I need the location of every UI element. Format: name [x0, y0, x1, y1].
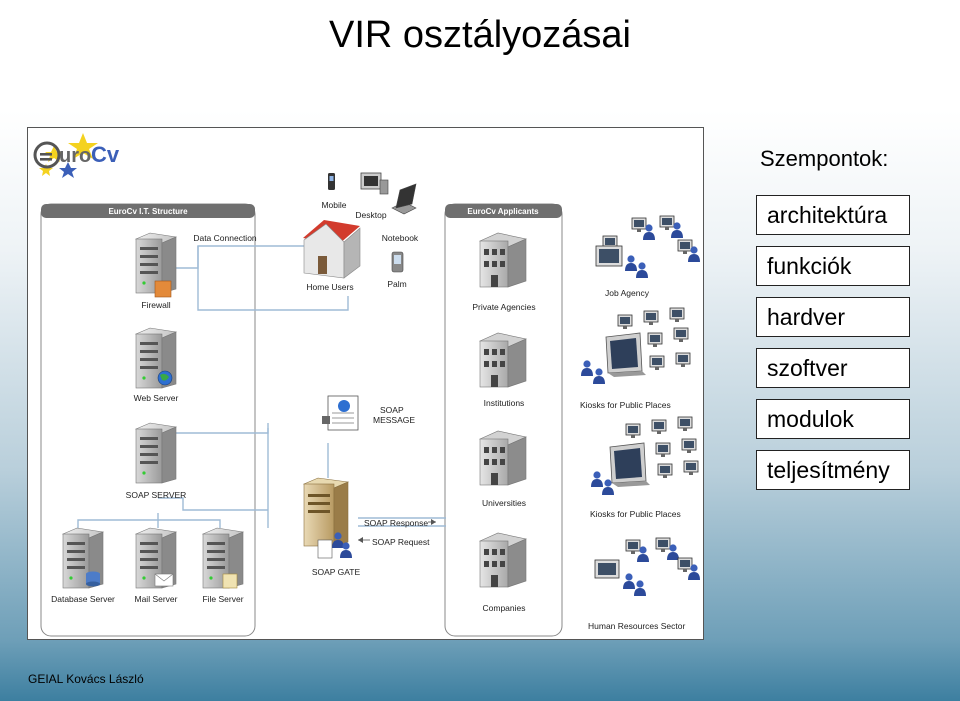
svg-text:Institutions: Institutions	[484, 398, 525, 408]
firewall-server: Firewall	[135, 232, 177, 310]
criteria-item-architecture: architektúra	[756, 195, 910, 235]
svg-text:uro: uro	[59, 145, 91, 167]
criteria-item-software: szoftver	[756, 348, 910, 388]
criteria-list: architektúra funkciók hardver szoftver m…	[756, 195, 910, 501]
soap-gate: SOAP GATE	[302, 477, 361, 577]
applicants-panel: EuroCv Applicants	[444, 203, 563, 637]
it-structure-title: EuroCv I.T. Structure	[108, 207, 188, 216]
mobile-device: Mobile	[321, 173, 347, 210]
diagram-canvas: uro Cv EuroCv I.T. Structure EuroCv Appl…	[33, 133, 700, 637]
svg-text:Universities: Universities	[482, 498, 526, 508]
svg-text:Firewall: Firewall	[141, 300, 170, 310]
kiosks-group-1: Kiosks for Public Places	[580, 307, 691, 410]
slide-title: VIR osztályozásai	[328, 14, 631, 56]
footer-author: GEIAL Kovács László	[28, 672, 144, 686]
private-agencies: Private Agencies	[472, 232, 536, 312]
kiosks-group-2: Kiosks for Public Places	[590, 416, 699, 519]
notebook-device: Notebook	[382, 183, 419, 243]
data-connection-label: Data Connection	[193, 233, 257, 243]
web-server: Web Server	[134, 327, 179, 403]
eurocv-logo: uro Cv	[33, 133, 120, 178]
svg-text:Companies: Companies	[483, 603, 526, 613]
svg-text:Palm: Palm	[387, 279, 406, 289]
soap-message: SOAP MESSAGE	[322, 395, 415, 431]
svg-text:MESSAGE: MESSAGE	[373, 415, 415, 425]
svg-text:Web Server: Web Server	[134, 393, 179, 403]
companies: Companies	[479, 532, 527, 613]
svg-text:Desktop: Desktop	[355, 210, 386, 220]
soap-request-label: SOAP Request	[372, 537, 430, 547]
svg-text:Cv: Cv	[91, 142, 120, 167]
svg-text:Database Server: Database Server	[51, 594, 115, 604]
mail-server: Mail Server	[135, 527, 178, 604]
desktop-device: Desktop	[355, 172, 389, 220]
palm-device: Palm	[387, 251, 407, 289]
svg-text:Kiosks for Public Places: Kiosks for Public Places	[590, 509, 681, 519]
job-agency: Job Agency	[595, 215, 700, 298]
hr-sector: Human Resources Sector	[588, 537, 700, 631]
svg-text:Human Resources Sector: Human Resources Sector	[588, 621, 685, 631]
criteria-item-hardware: hardver	[756, 297, 910, 337]
applicants-title: EuroCv Applicants	[467, 207, 539, 216]
svg-text:File Server: File Server	[202, 594, 243, 604]
criteria-item-modules: modulok	[756, 399, 910, 439]
soap-response-label: SOAP Response	[364, 518, 428, 528]
file-server: File Server	[202, 527, 244, 604]
home-users: Home Users	[303, 220, 361, 292]
architecture-diagram: uro Cv EuroCv I.T. Structure EuroCv Appl…	[27, 127, 704, 640]
criteria-item-performance: teljesítmény	[756, 450, 910, 490]
criteria-heading: Szempontok:	[760, 146, 889, 171]
svg-text:Mobile: Mobile	[321, 200, 346, 210]
svg-text:Home Users: Home Users	[306, 282, 353, 292]
criteria-item-functions: funkciók	[756, 246, 910, 286]
svg-text:SOAP GATE: SOAP GATE	[312, 567, 361, 577]
database-server: Database Server	[51, 527, 115, 604]
connection-lines	[77, 245, 446, 528]
svg-text:Kiosks for Public Places: Kiosks for Public Places	[580, 400, 671, 410]
svg-text:Mail Server: Mail Server	[135, 594, 178, 604]
svg-text:SOAP SERVER: SOAP SERVER	[126, 490, 187, 500]
svg-text:SOAP: SOAP	[380, 405, 404, 415]
svg-text:Private Agencies: Private Agencies	[472, 302, 535, 312]
institutions: Institutions	[479, 332, 527, 408]
svg-text:Job Agency: Job Agency	[605, 288, 650, 298]
universities: Universities	[479, 430, 527, 508]
it-structure-panel: EuroCv I.T. Structure	[40, 203, 256, 637]
svg-text:Notebook: Notebook	[382, 233, 419, 243]
soap-server: SOAP SERVER	[126, 422, 187, 500]
